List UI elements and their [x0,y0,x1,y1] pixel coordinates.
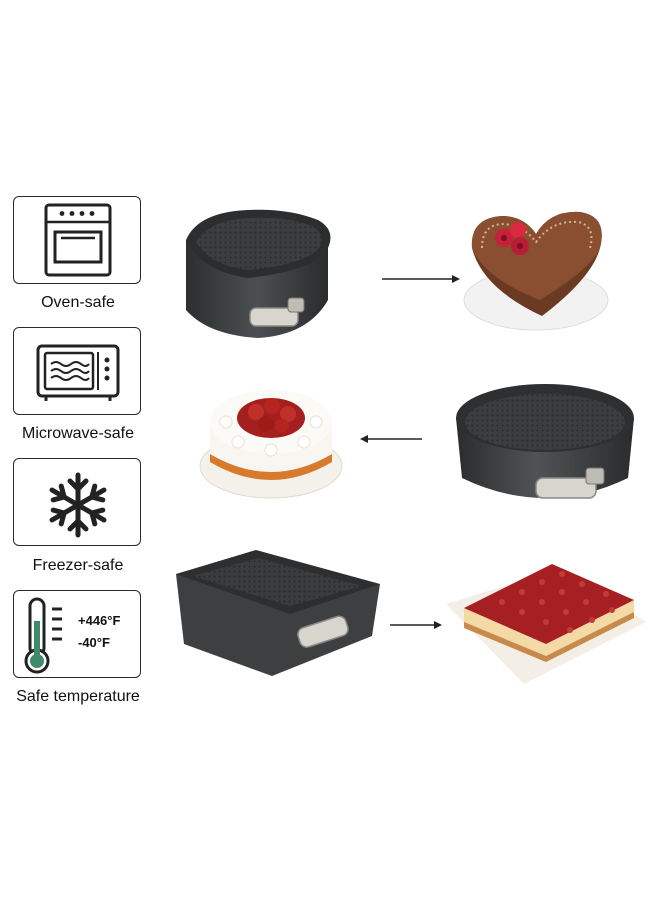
microwave-safe-label: Microwave-safe [21,425,135,442]
heart-springform-pan-image [186,209,331,338]
snowflake-icon [49,472,107,538]
arrow-right-icon [382,275,460,283]
square-red-velvet-cake-image [446,564,646,684]
heart-chocolate-cake-image [463,211,609,331]
arrow-right-icon [390,621,442,629]
microwave-safe-badge [13,327,141,415]
safe-temperature-badge: +446°F -40°F [13,590,141,678]
safe-temperature-label: Safe temperature [16,688,140,705]
square-springform-pan-image [176,550,380,676]
oven-safe-label: Oven-safe [41,294,115,311]
oven-safe-badge [13,196,141,284]
microwave-icon [36,344,120,401]
max-temperature: +446°F [78,613,121,628]
thermometer-icon [24,597,62,674]
round-springform-pan-image [456,384,634,499]
freezer-safe-label: Freezer-safe [32,557,124,574]
freezer-safe-badge [13,458,141,546]
min-temperature: -40°F [78,635,110,650]
arrow-left-icon [360,435,422,443]
oven-icon [44,203,112,277]
strawberry-cream-cake-image [199,390,343,499]
